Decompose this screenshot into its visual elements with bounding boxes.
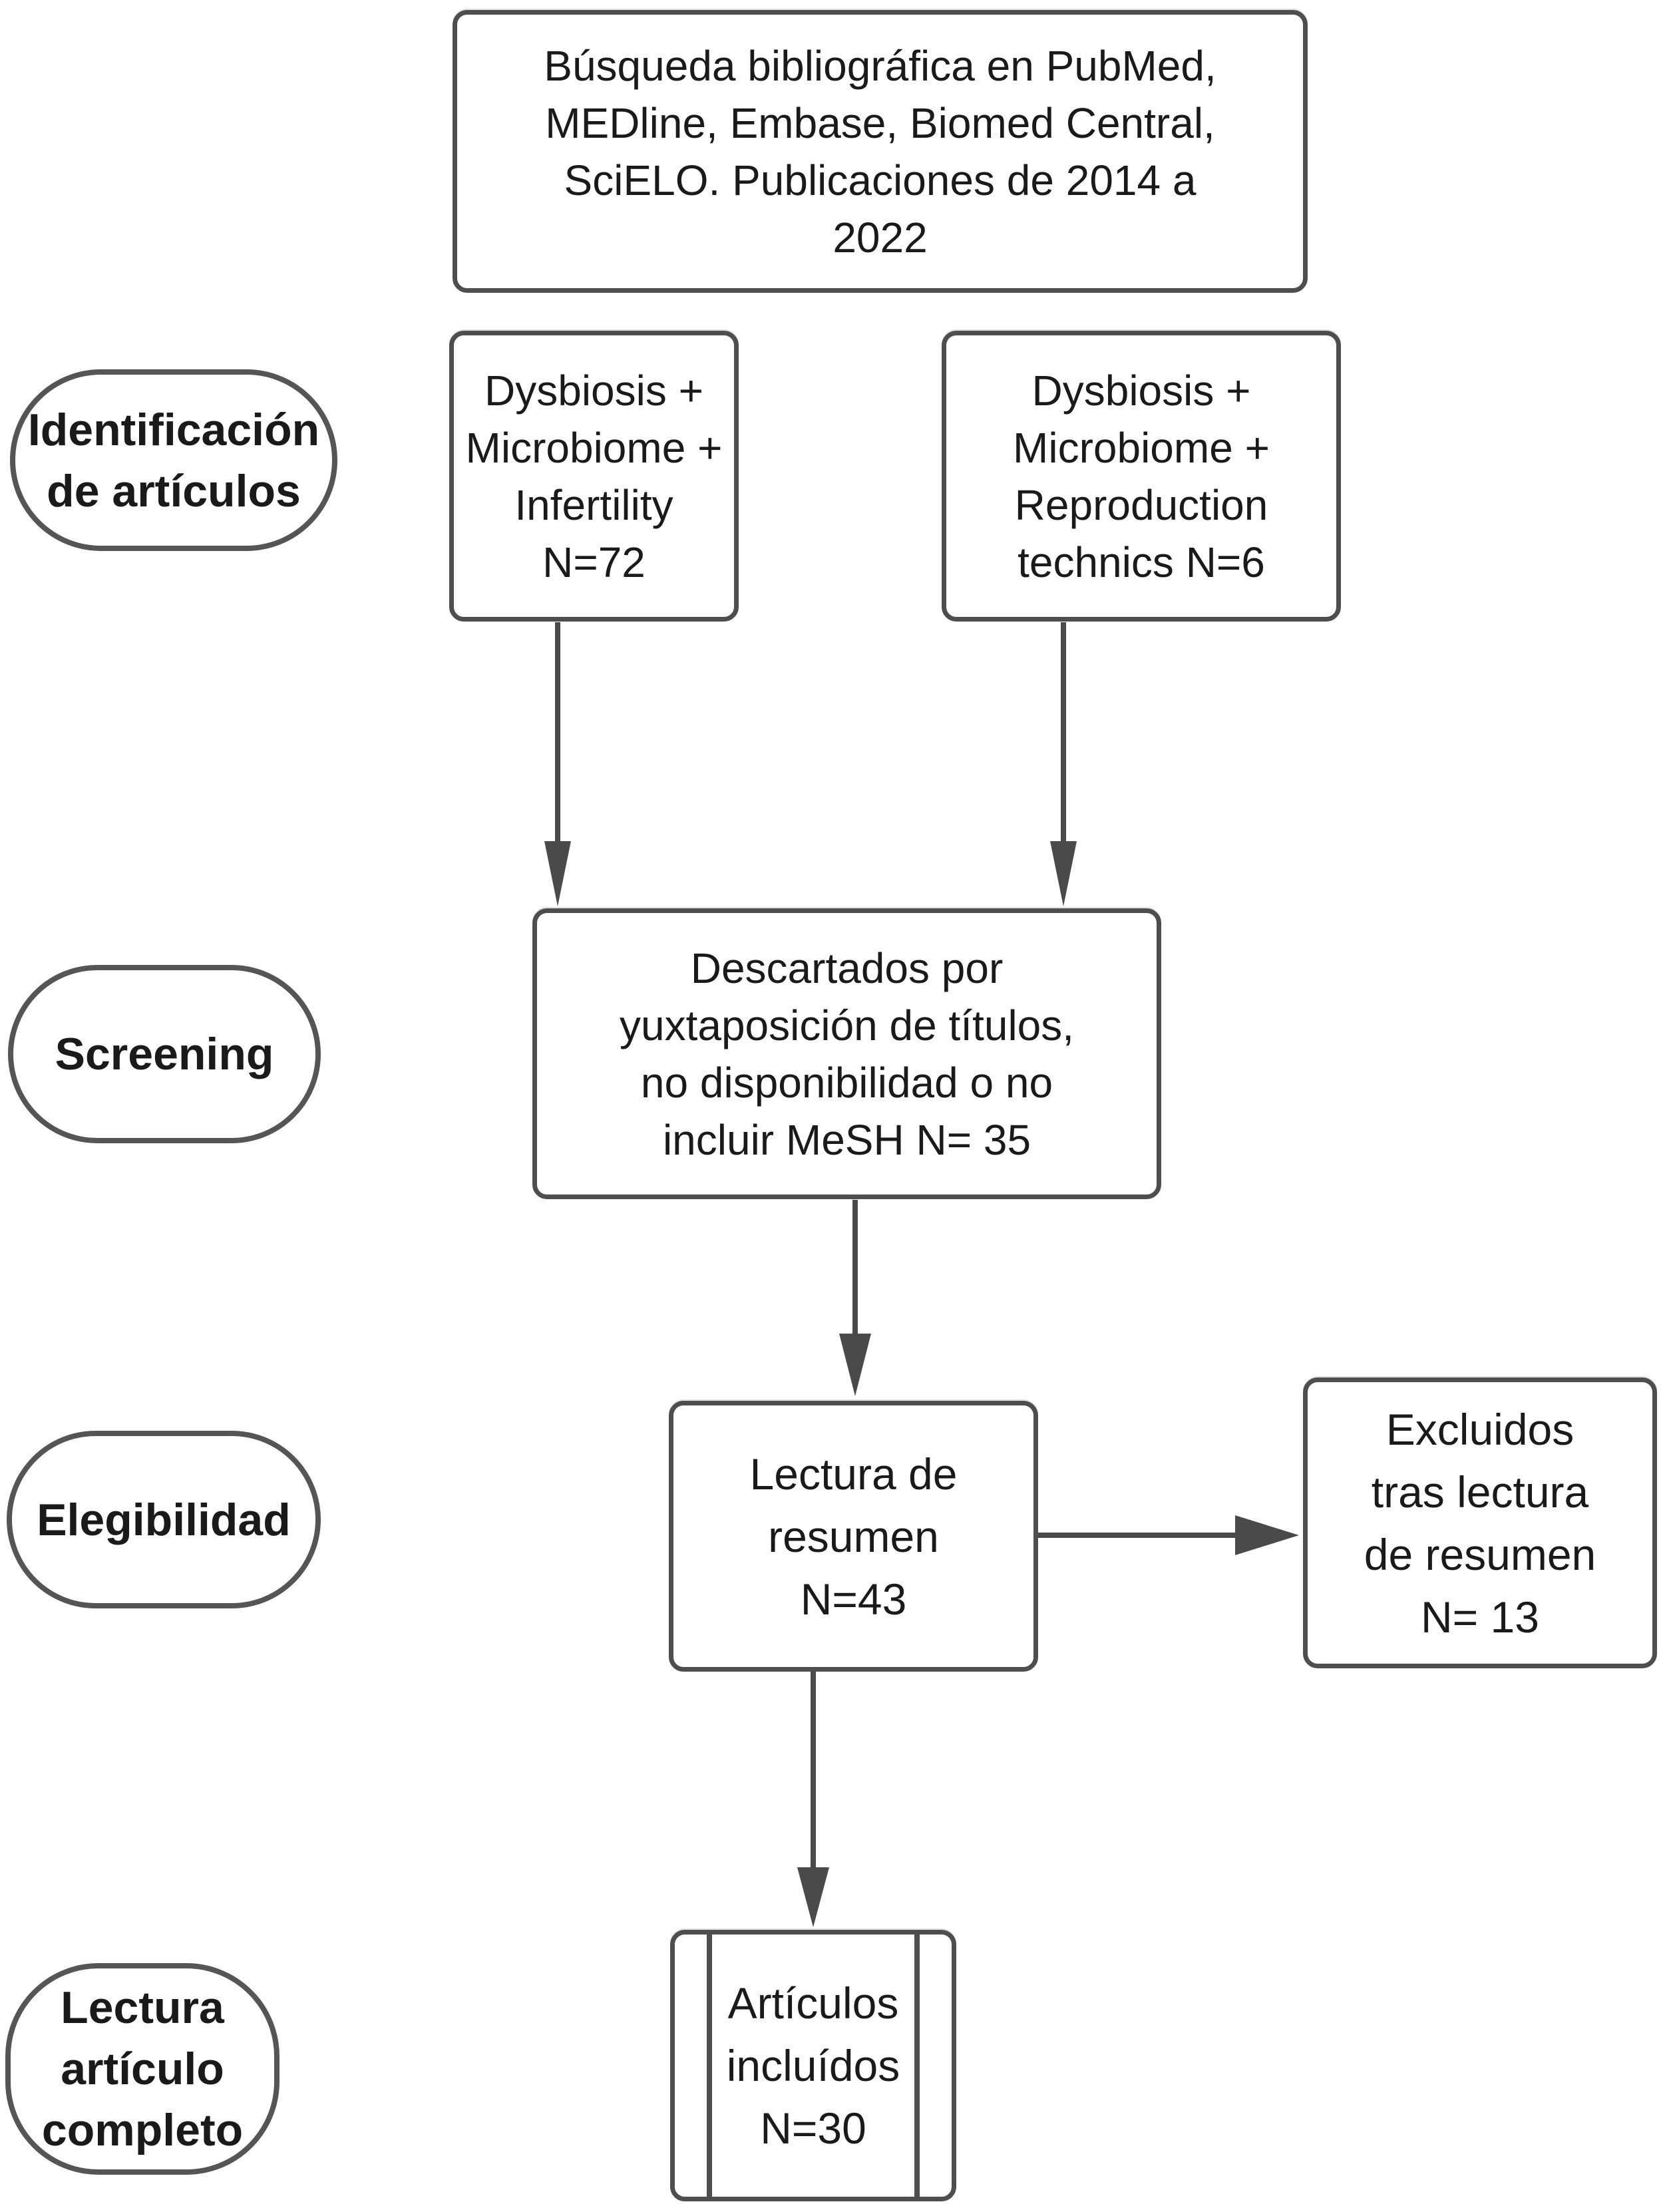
node-text-line: Lectura de	[749, 1449, 958, 1499]
arrow-reproduction-to-discarded	[1050, 622, 1077, 906]
stage-label-elegibilidad: Elegibilidad	[7, 1431, 321, 1608]
node-text-line: Dysbiosis +	[1031, 366, 1251, 415]
stage-label-identificacion: Identificación de artículos	[10, 369, 337, 551]
node-text-line: Infertility	[514, 480, 673, 529]
node-text-line: yuxtaposición de títulos,	[619, 1001, 1075, 1049]
node-text-line: tras lectura	[1371, 1467, 1589, 1517]
arrow-abstract-to-excluded	[1037, 1515, 1299, 1555]
arrow-infertility-to-discarded	[544, 622, 571, 906]
node-text-line: Descartados por	[690, 944, 1004, 992]
stage-label-line: de artículos	[47, 465, 301, 516]
node-query-infertility: Dysbiosis + Microbiome + Infertility N=7…	[449, 331, 739, 622]
arrow-abstract-to-included	[797, 1672, 829, 1927]
node-text-line: N=43	[800, 1574, 907, 1624]
node-text-line: Excluidos	[1386, 1404, 1575, 1454]
node-text-line: technics N=6	[1018, 538, 1265, 586]
stage-label-line: Elegibilidad	[37, 1494, 291, 1545]
node-text-line: Microbiome +	[1013, 423, 1270, 472]
node-text-line: resumen	[768, 1511, 939, 1561]
node-text-line: no disponibilidad o no	[640, 1058, 1053, 1107]
node-text-line: N=30	[760, 2104, 866, 2153]
node-text-line: MEDline, Embase, Biomed Central,	[545, 98, 1215, 147]
node-abstract-reading: Lectura de resumen N=43	[669, 1401, 1038, 1672]
node-text-line: Artículos	[727, 1978, 899, 2028]
node-text-line: N=72	[542, 538, 646, 586]
stage-label-line: Screening	[55, 1029, 274, 1079]
arrow-discarded-to-abstract	[839, 1200, 871, 1396]
node-query-reproduction: Dysbiosis + Microbiome + Reproduction te…	[942, 331, 1341, 622]
node-search: Búsqueda bibliográfica en PubMed, MEDlin…	[453, 10, 1308, 293]
stage-label-line: Lectura	[61, 1982, 224, 2033]
node-text-line: N= 13	[1421, 1592, 1539, 1642]
node-included-articles: Artículos incluídos N=30	[670, 1930, 956, 2201]
node-text-line: de resumen	[1364, 1529, 1596, 1579]
node-text-line: Reproduction	[1014, 480, 1268, 529]
node-text-line: Microbiome +	[465, 423, 723, 472]
node-discarded: Descartados por yuxtaposición de títulos…	[532, 908, 1161, 1199]
node-text-line: 2022	[833, 213, 928, 262]
node-text-line: SciELO. Publicaciones de 2014 a	[564, 156, 1197, 204]
stage-label-screening: Screening	[8, 965, 321, 1143]
stage-label-line: artículo	[61, 2044, 224, 2094]
node-text-line: Dysbiosis +	[484, 366, 703, 415]
node-text-line: Búsqueda bibliográfica en PubMed,	[544, 41, 1216, 90]
stage-label-line: Identificación	[27, 404, 320, 455]
stage-label-lectura-completa: Lectura artículo completo	[5, 1963, 279, 2175]
node-text-line: incluídos	[726, 2041, 900, 2090]
stage-label-line: completo	[41, 2105, 244, 2155]
node-text-line: incluir MeSH N= 35	[662, 1115, 1031, 1164]
node-excluded-after-abstract: Excluidos tras lectura de resumen N= 13	[1303, 1378, 1657, 1668]
